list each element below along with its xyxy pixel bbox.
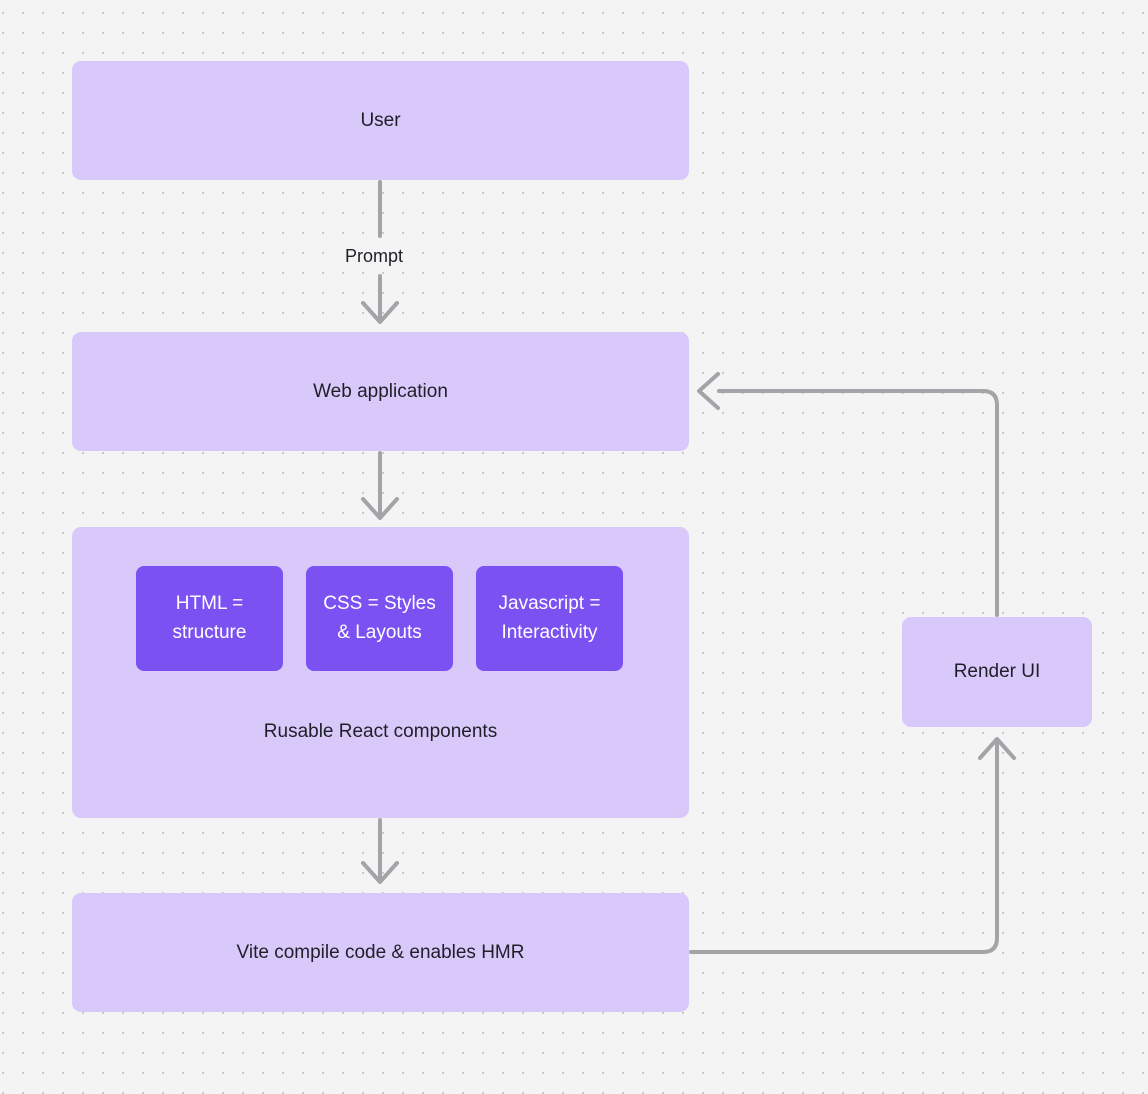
node-render-ui[interactable]: Render UI (902, 617, 1092, 727)
edge-render-ui-to-web-application (697, 372, 999, 617)
node-components-group-caption: Rusable React components (72, 719, 689, 745)
edge-vite-to-render-ui (689, 737, 1016, 954)
node-vite[interactable]: Vite compile code & enables HMR (72, 893, 689, 1012)
node-components-group-caption-text: Rusable React components (263, 721, 498, 742)
node-html-label: HTML = structure (172, 593, 247, 643)
edge-components-to-vite (361, 818, 399, 884)
edge-web-application-to-components (361, 451, 399, 520)
node-javascript[interactable]: Javascript = Interactivity (476, 566, 623, 671)
node-render-ui-label: Render UI (953, 661, 1041, 683)
node-vite-label: Vite compile code & enables HMR (236, 941, 525, 963)
node-css[interactable]: CSS = Styles & Layouts (306, 566, 453, 671)
node-web-application[interactable]: Web application (72, 332, 689, 451)
edge-label-prompt: Prompt (338, 246, 411, 267)
edge-label-prompt-text: Prompt (345, 246, 404, 266)
node-html[interactable]: HTML = structure (136, 566, 283, 671)
node-css-label: CSS = Styles & Layouts (323, 593, 436, 643)
node-user[interactable]: User (72, 61, 689, 180)
node-user-label: User (360, 109, 401, 131)
node-javascript-label: Javascript = Interactivity (498, 593, 601, 643)
node-web-application-label: Web application (313, 380, 448, 402)
